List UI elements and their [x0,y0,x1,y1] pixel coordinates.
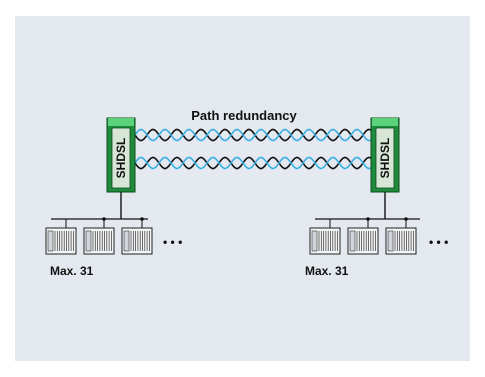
right-max-caption: Max. 31 [305,264,349,278]
plc-device [347,227,379,255]
left-max-caption: Max. 31 [50,264,94,278]
left-bus [45,217,153,255]
bus-junction-dot [366,217,370,221]
bus-junction-dot [140,217,144,221]
plc-device [83,227,115,255]
right-bus [309,217,420,255]
redundant-cable-pairs [134,128,372,170]
diagram-title: Path redundancy [191,108,297,123]
plc-device [45,227,77,255]
left-shdsl-modem: SHDSL [106,117,136,193]
cable-lower-dark-wire [134,156,372,170]
right-more-devices-ellipsis: • • • [429,235,448,249]
cable-upper-light-wire [134,128,372,142]
bus-junction-dot [102,217,106,221]
right-shdsl-modem: SHDSL [370,117,400,193]
plc-device [309,227,341,255]
left-modem-label: SHDSL [114,138,128,179]
cable-upper-dark-wire [134,128,372,142]
left-more-devices-ellipsis: • • • [163,235,182,249]
right-modem-label: SHDSL [378,138,392,179]
bus-junction-dot [404,217,408,221]
cable-lower-light-wire [134,156,372,170]
plc-device [385,227,417,255]
plc-device [121,227,153,255]
